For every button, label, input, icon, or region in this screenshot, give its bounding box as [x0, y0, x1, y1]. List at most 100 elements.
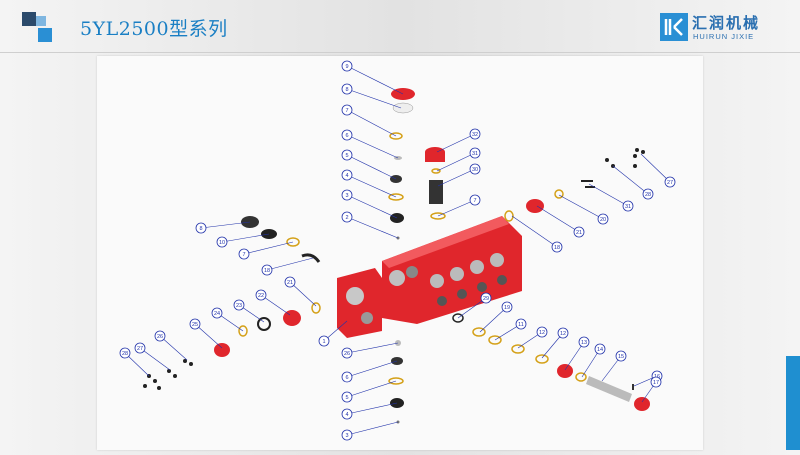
callout-bubble — [551, 241, 563, 253]
callout-bubble — [536, 326, 548, 338]
callout-number: 24 — [214, 311, 220, 317]
plunger-assembly — [452, 313, 650, 411]
callout-bubble — [501, 301, 513, 313]
callout-number: 7 — [242, 252, 245, 258]
callout-leader — [541, 332, 564, 359]
page-title: 5YL2500型系列 — [80, 18, 228, 40]
callout-bubble — [469, 163, 481, 175]
callout-number: 25 — [192, 322, 198, 328]
exploded-diagram: 9876543213231307810718212223242526272829… — [119, 60, 676, 441]
callout-number: 17 — [653, 380, 659, 386]
callout-number: 6 — [345, 375, 348, 381]
callouts-layer: 9876543213231307810718212223242526272829… — [119, 60, 676, 441]
sidebar-accent-bar — [786, 356, 800, 450]
callout-bubble — [119, 347, 131, 359]
callout-leader — [564, 341, 585, 371]
callout-leader — [581, 348, 601, 378]
callout-number: 18 — [264, 268, 270, 274]
callout-leader — [479, 306, 508, 333]
callout-leader — [346, 421, 399, 436]
callout-number: 22 — [258, 293, 264, 299]
callout-leader — [346, 134, 399, 159]
callout-leader — [346, 154, 397, 180]
callout-number: 7 — [473, 198, 476, 204]
callout-leader — [346, 174, 397, 198]
callout-bubble — [615, 350, 627, 362]
brand-mark-icon — [660, 13, 688, 41]
callout-leader — [266, 257, 314, 271]
callout-leader — [346, 380, 397, 398]
callout-number: 30 — [472, 167, 478, 173]
brand-name-en: HUIRUN JIXIE — [693, 32, 755, 41]
callout-number: 8 — [199, 226, 202, 232]
callout-bubble — [622, 200, 634, 212]
callout-leader — [346, 194, 398, 219]
header-divider — [0, 52, 800, 53]
callout-number: 23 — [236, 303, 242, 309]
callout-bubble — [650, 376, 662, 388]
callout-bubble — [480, 292, 492, 304]
callout-leader — [346, 109, 397, 137]
callout-leader — [640, 153, 671, 183]
callout-number: 28 — [122, 351, 128, 357]
callout-number: 9 — [345, 64, 348, 70]
callout-number: 3 — [345, 193, 348, 199]
callout-bubble — [573, 226, 585, 238]
callout-leader — [558, 194, 604, 220]
callout-number: 5 — [345, 395, 348, 401]
callout-number: 4 — [345, 173, 348, 179]
callout-bubble — [341, 60, 353, 72]
callout-bubble — [341, 429, 353, 441]
callout-bubble — [578, 336, 590, 348]
callout-bubble — [664, 176, 676, 188]
callout-number: 13 — [581, 340, 587, 346]
callout-number: 15 — [618, 354, 624, 360]
callout-bubble — [341, 169, 353, 181]
callout-number: 27 — [667, 180, 673, 186]
parts-layer — [143, 88, 650, 424]
callout-bubble — [284, 276, 296, 288]
callout-bubble — [211, 307, 223, 319]
callout-number: 27 — [137, 346, 143, 352]
callout-leader — [346, 88, 402, 109]
callout-bubble — [154, 330, 166, 342]
callout-leader — [511, 215, 558, 248]
callout-leader — [457, 297, 487, 319]
callout-bubble — [594, 343, 606, 355]
logo-square-light — [36, 16, 46, 26]
callout-bubble — [341, 371, 353, 383]
callout-number: 26 — [157, 334, 163, 340]
callout-leader — [194, 323, 223, 349]
callout-leader — [346, 360, 398, 378]
callout-leader — [200, 221, 251, 229]
callout-bubble — [195, 222, 207, 234]
callout-number: 18 — [554, 245, 560, 251]
callout-bubble — [515, 318, 527, 330]
callout-leader — [536, 205, 580, 233]
left-seal-cluster — [143, 216, 321, 390]
callout-bubble — [216, 236, 228, 248]
valve-cylinder — [425, 147, 446, 220]
callout-bubble — [261, 264, 273, 276]
callout-bubble — [341, 211, 353, 223]
callout-number: 21 — [576, 230, 582, 236]
callout-leader — [436, 152, 476, 172]
top-valve-stack — [388, 88, 415, 240]
callout-leader — [243, 241, 294, 255]
callout-number: 29 — [483, 296, 489, 302]
brand-name-cn: 汇润机械 — [692, 15, 761, 32]
callout-leader — [139, 347, 171, 371]
callout-number: 4 — [345, 412, 348, 418]
callout-leader — [346, 402, 398, 415]
callout-bubble — [341, 129, 353, 141]
callout-bubble — [341, 347, 353, 359]
callout-bubble — [341, 149, 353, 161]
callout-number: 5 — [345, 153, 348, 159]
callout-bubble — [255, 289, 267, 301]
callout-number: 11 — [518, 322, 524, 328]
callout-number: 19 — [504, 305, 510, 311]
callout-leader — [260, 294, 291, 316]
callout-leader — [346, 216, 399, 239]
callout-bubble — [134, 342, 146, 354]
